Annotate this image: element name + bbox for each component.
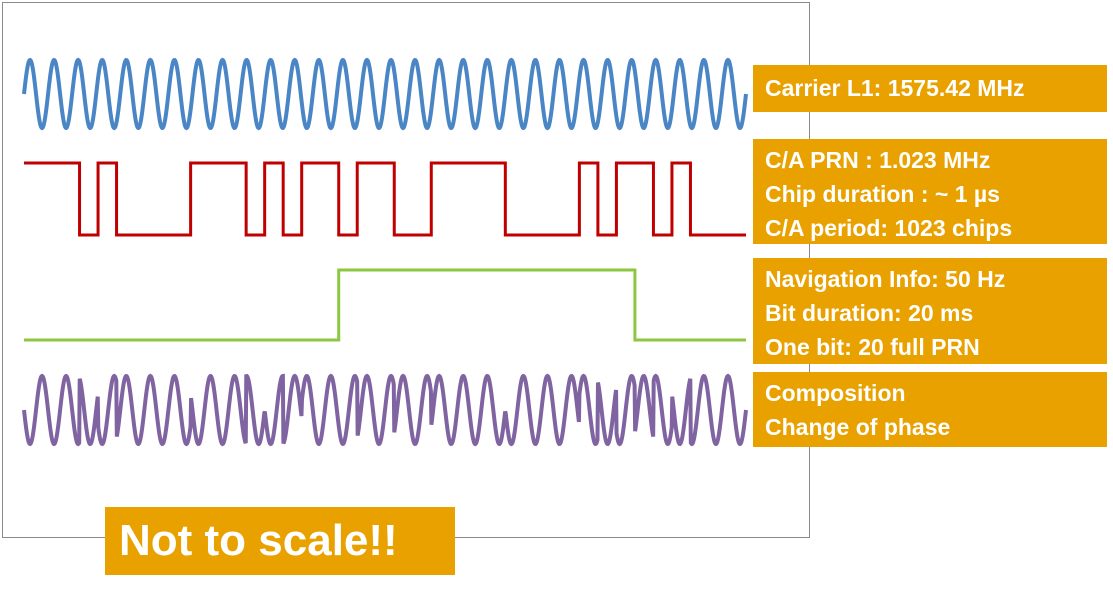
prn-frequency-line: C/A PRN : 1.023 MHz [765, 147, 991, 173]
change-of-phase-line: Change of phase [765, 414, 951, 440]
prn-label-box: C/A PRN : 1.023 MHz Chip duration : ~ 1 … [753, 139, 1107, 244]
chip-duration-line: Chip duration : ~ 1 µs [765, 181, 1000, 207]
composition-label-box: Composition Change of phase [753, 372, 1107, 447]
prn-code-wave [24, 161, 746, 237]
one-bit-line: One bit: 20 full PRN [765, 334, 980, 360]
not-to-scale-note: Not to scale!! [105, 507, 455, 575]
composition-wave [22, 373, 748, 447]
carrier-wave [22, 57, 748, 131]
composition-line: Composition [765, 380, 906, 406]
navigation-bit-wave [24, 268, 746, 342]
navigation-label-box: Navigation Info: 50 Hz Bit duration: 20 … [753, 258, 1107, 364]
navigation-info-line: Navigation Info: 50 Hz [765, 266, 1006, 292]
carrier-label-box: Carrier L1: 1575.42 MHz [753, 65, 1107, 112]
ca-period-line: C/A period: 1023 chips [765, 215, 1013, 241]
carrier-label-line: Carrier L1: 1575.42 MHz [765, 75, 1025, 101]
bit-duration-line: Bit duration: 20 ms [765, 300, 974, 326]
